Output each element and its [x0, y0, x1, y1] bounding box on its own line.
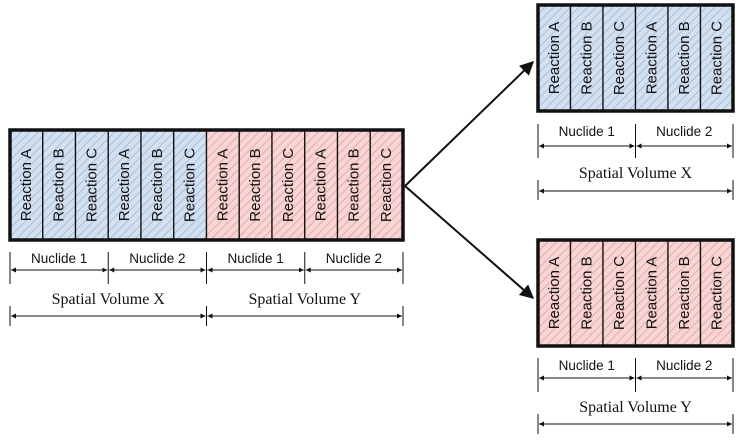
reaction-cell: Reaction C — [74, 129, 109, 241]
volume-y-layout: Reaction A Reaction B Reaction C Reaction A… — [536, 238, 735, 434]
reaction-label: Reaction C — [182, 148, 199, 222]
reaction-label: Reaction C — [83, 148, 100, 222]
reaction-label: Reaction B — [149, 148, 166, 221]
volume-label: Spatial Volume X — [579, 165, 693, 182]
reaction-cell: Reaction C — [369, 129, 404, 241]
block-outline — [8, 128, 405, 242]
reaction-label: Reaction C — [280, 148, 297, 222]
reaction-cell: Reaction C — [173, 129, 208, 241]
reaction-label: Reaction A — [546, 22, 563, 95]
reaction-label: Reaction B — [578, 256, 595, 329]
block-outline — [536, 3, 735, 113]
reaction-cell-box — [42, 129, 77, 241]
reaction-cell-box — [602, 239, 637, 347]
combined-layout: Reaction A Reaction B Reaction C Reaction A… — [8, 128, 405, 326]
reaction-cell: Reaction A — [537, 239, 572, 347]
reaction-label: Reaction A — [116, 149, 133, 222]
reaction-cell-box — [369, 129, 404, 241]
reaction-cell-box — [699, 4, 734, 112]
nuclide-label: Nuclide 2 — [656, 124, 712, 139]
nuclide-label: Nuclide 2 — [656, 358, 712, 373]
reaction-cell: Reaction B — [569, 4, 604, 112]
reaction-cell-box — [304, 129, 339, 241]
reaction-cell: Reaction C — [602, 4, 637, 112]
reaction-label: Reaction A — [313, 149, 330, 222]
reaction-label: Reaction B — [247, 148, 264, 221]
reaction-label: Reaction B — [345, 148, 362, 221]
reaction-cell: Reaction A — [304, 129, 339, 241]
reaction-label: Reaction A — [643, 22, 660, 95]
reaction-cell: Reaction C — [699, 239, 734, 347]
nuclide-label: Nuclide 1 — [559, 124, 615, 139]
reaction-cell-box — [537, 239, 572, 347]
reaction-cell-box — [699, 239, 734, 347]
volume-label: Spatial Volume Y — [248, 291, 361, 308]
block-outline — [536, 238, 735, 348]
reaction-label: Reaction C — [378, 148, 395, 222]
reaction-cell: Reaction B — [336, 129, 371, 241]
reaction-label: Reaction C — [708, 256, 725, 330]
reaction-cell-box — [238, 129, 273, 241]
split-arrow-to-x — [404, 61, 535, 187]
reaction-cell: Reaction A — [205, 129, 240, 241]
reaction-cell: Reaction C — [602, 239, 637, 347]
reaction-label: Reaction B — [676, 256, 693, 329]
reaction-label: Reaction B — [578, 21, 595, 94]
reaction-label: Reaction C — [611, 256, 628, 330]
reaction-cell: Reaction B — [569, 239, 604, 347]
reaction-cell: Reaction B — [42, 129, 77, 241]
reaction-cell: Reaction A — [634, 239, 669, 347]
split-arrow-to-y — [404, 185, 535, 299]
reaction-label: Reaction A — [546, 257, 563, 330]
nuclide-label: Nuclide 1 — [227, 251, 283, 266]
reaction-cell-box — [569, 4, 604, 112]
reaction-cell: Reaction B — [140, 129, 175, 241]
reaction-cell: Reaction C — [271, 129, 306, 241]
reaction-label: Reaction C — [611, 21, 628, 95]
reaction-cell-box — [602, 4, 637, 112]
reaction-cell: Reaction B — [667, 239, 702, 347]
nuclide-label: Nuclide 1 — [559, 358, 615, 373]
reaction-cell-box — [173, 129, 208, 241]
reaction-label: Reaction B — [676, 21, 693, 94]
reaction-cell: Reaction B — [667, 4, 702, 112]
reaction-cell: Reaction A — [537, 4, 572, 112]
volume-label: Spatial Volume Y — [579, 399, 692, 416]
reaction-label: Reaction A — [643, 257, 660, 330]
reaction-cell: Reaction A — [9, 129, 44, 241]
reaction-cell: Reaction A — [107, 129, 142, 241]
reaction-cell: Reaction B — [238, 129, 273, 241]
reaction-label: Reaction A — [214, 149, 231, 222]
reaction-label: Reaction A — [18, 149, 35, 222]
nuclide-label: Nuclide 1 — [31, 251, 87, 266]
reaction-label: Reaction C — [708, 21, 725, 95]
reaction-cell: Reaction C — [699, 4, 734, 112]
reaction-cell: Reaction A — [634, 4, 669, 112]
volume-label: Spatial Volume X — [52, 291, 166, 308]
nuclide-label: Nuclide 2 — [326, 251, 382, 266]
reaction-label: Reaction B — [51, 148, 68, 221]
nuclide-label: Nuclide 2 — [129, 251, 185, 266]
volume-x-layout: Reaction A Reaction B Reaction C Reaction A… — [536, 3, 735, 200]
